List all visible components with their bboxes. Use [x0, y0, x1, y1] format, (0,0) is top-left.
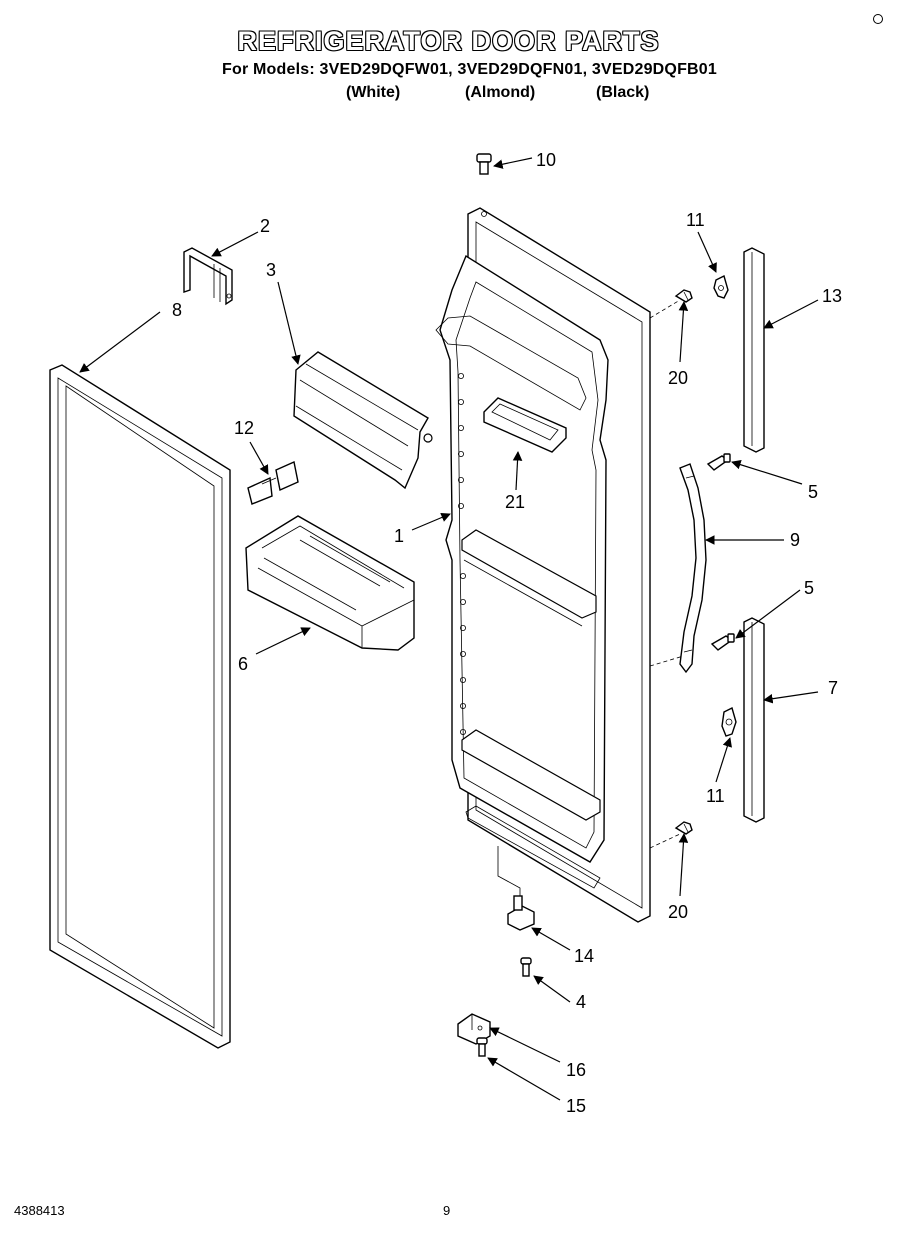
hinge-bolt	[476, 1037, 488, 1057]
dairy-door	[293, 351, 433, 490]
callout-numbers: 10 2 3 8 12 1 6 21 11 20 13 5 9 5 7 11 2…	[172, 150, 842, 1116]
callout-7: 7	[828, 678, 838, 698]
color-label-black: (Black)	[596, 84, 650, 101]
callout-1: 1	[394, 526, 404, 546]
top-hinge-bushing	[476, 153, 492, 175]
callout-3: 3	[266, 260, 276, 280]
trim-upper	[743, 247, 765, 453]
callout-20-top: 20	[668, 368, 688, 388]
callout-11-top: 11	[686, 210, 705, 230]
door-bin	[245, 515, 415, 651]
callout-15: 15	[566, 1096, 586, 1116]
callout-20-bottom: 20	[668, 902, 688, 922]
callout-16: 16	[566, 1060, 586, 1080]
handle-screw-bottom	[710, 633, 735, 651]
callout-leaders	[79, 157, 819, 1101]
liner-dimples	[457, 372, 466, 736]
page-number: 9	[443, 1203, 451, 1218]
callout-14: 14	[574, 946, 594, 966]
callout-10: 10	[536, 150, 556, 170]
page-title: REFRIGERATOR DOOR PARTS	[237, 26, 660, 56]
door-liner	[435, 207, 691, 923]
models-line: For Models: 3VED29DQFW01, 3VED29DQFN01, …	[222, 61, 717, 78]
document-number: 4388413	[14, 1203, 65, 1218]
door-handle	[679, 463, 707, 674]
callout-6: 6	[238, 654, 248, 674]
callout-12: 12	[234, 418, 254, 438]
retainer-clip	[247, 461, 299, 505]
callout-2: 2	[260, 216, 270, 236]
handle-screw-top	[706, 453, 731, 471]
registration-mark	[873, 14, 883, 24]
callout-4: 4	[576, 992, 586, 1012]
color-label-white: (White)	[346, 84, 401, 101]
callout-21: 21	[505, 492, 525, 512]
door-gasket	[49, 364, 231, 1049]
trim-screw-bottom	[674, 821, 693, 835]
callout-8: 8	[172, 300, 182, 320]
color-label-almond: (Almond)	[465, 84, 536, 101]
bottom-hinge	[507, 895, 535, 931]
hinge-screw	[520, 957, 532, 977]
callout-11-bottom: 11	[706, 786, 725, 806]
callout-5-bottom: 5	[804, 578, 814, 598]
trim-screw-top	[674, 289, 693, 303]
trim-clip-top	[713, 274, 729, 299]
trim-clip-bottom	[721, 706, 737, 737]
trim-lower	[743, 617, 765, 823]
callout-13: 13	[822, 286, 842, 306]
egg-tray	[483, 397, 567, 453]
callout-5-top: 5	[808, 482, 818, 502]
callout-9: 9	[790, 530, 800, 550]
door-stop-bracket	[183, 247, 233, 306]
